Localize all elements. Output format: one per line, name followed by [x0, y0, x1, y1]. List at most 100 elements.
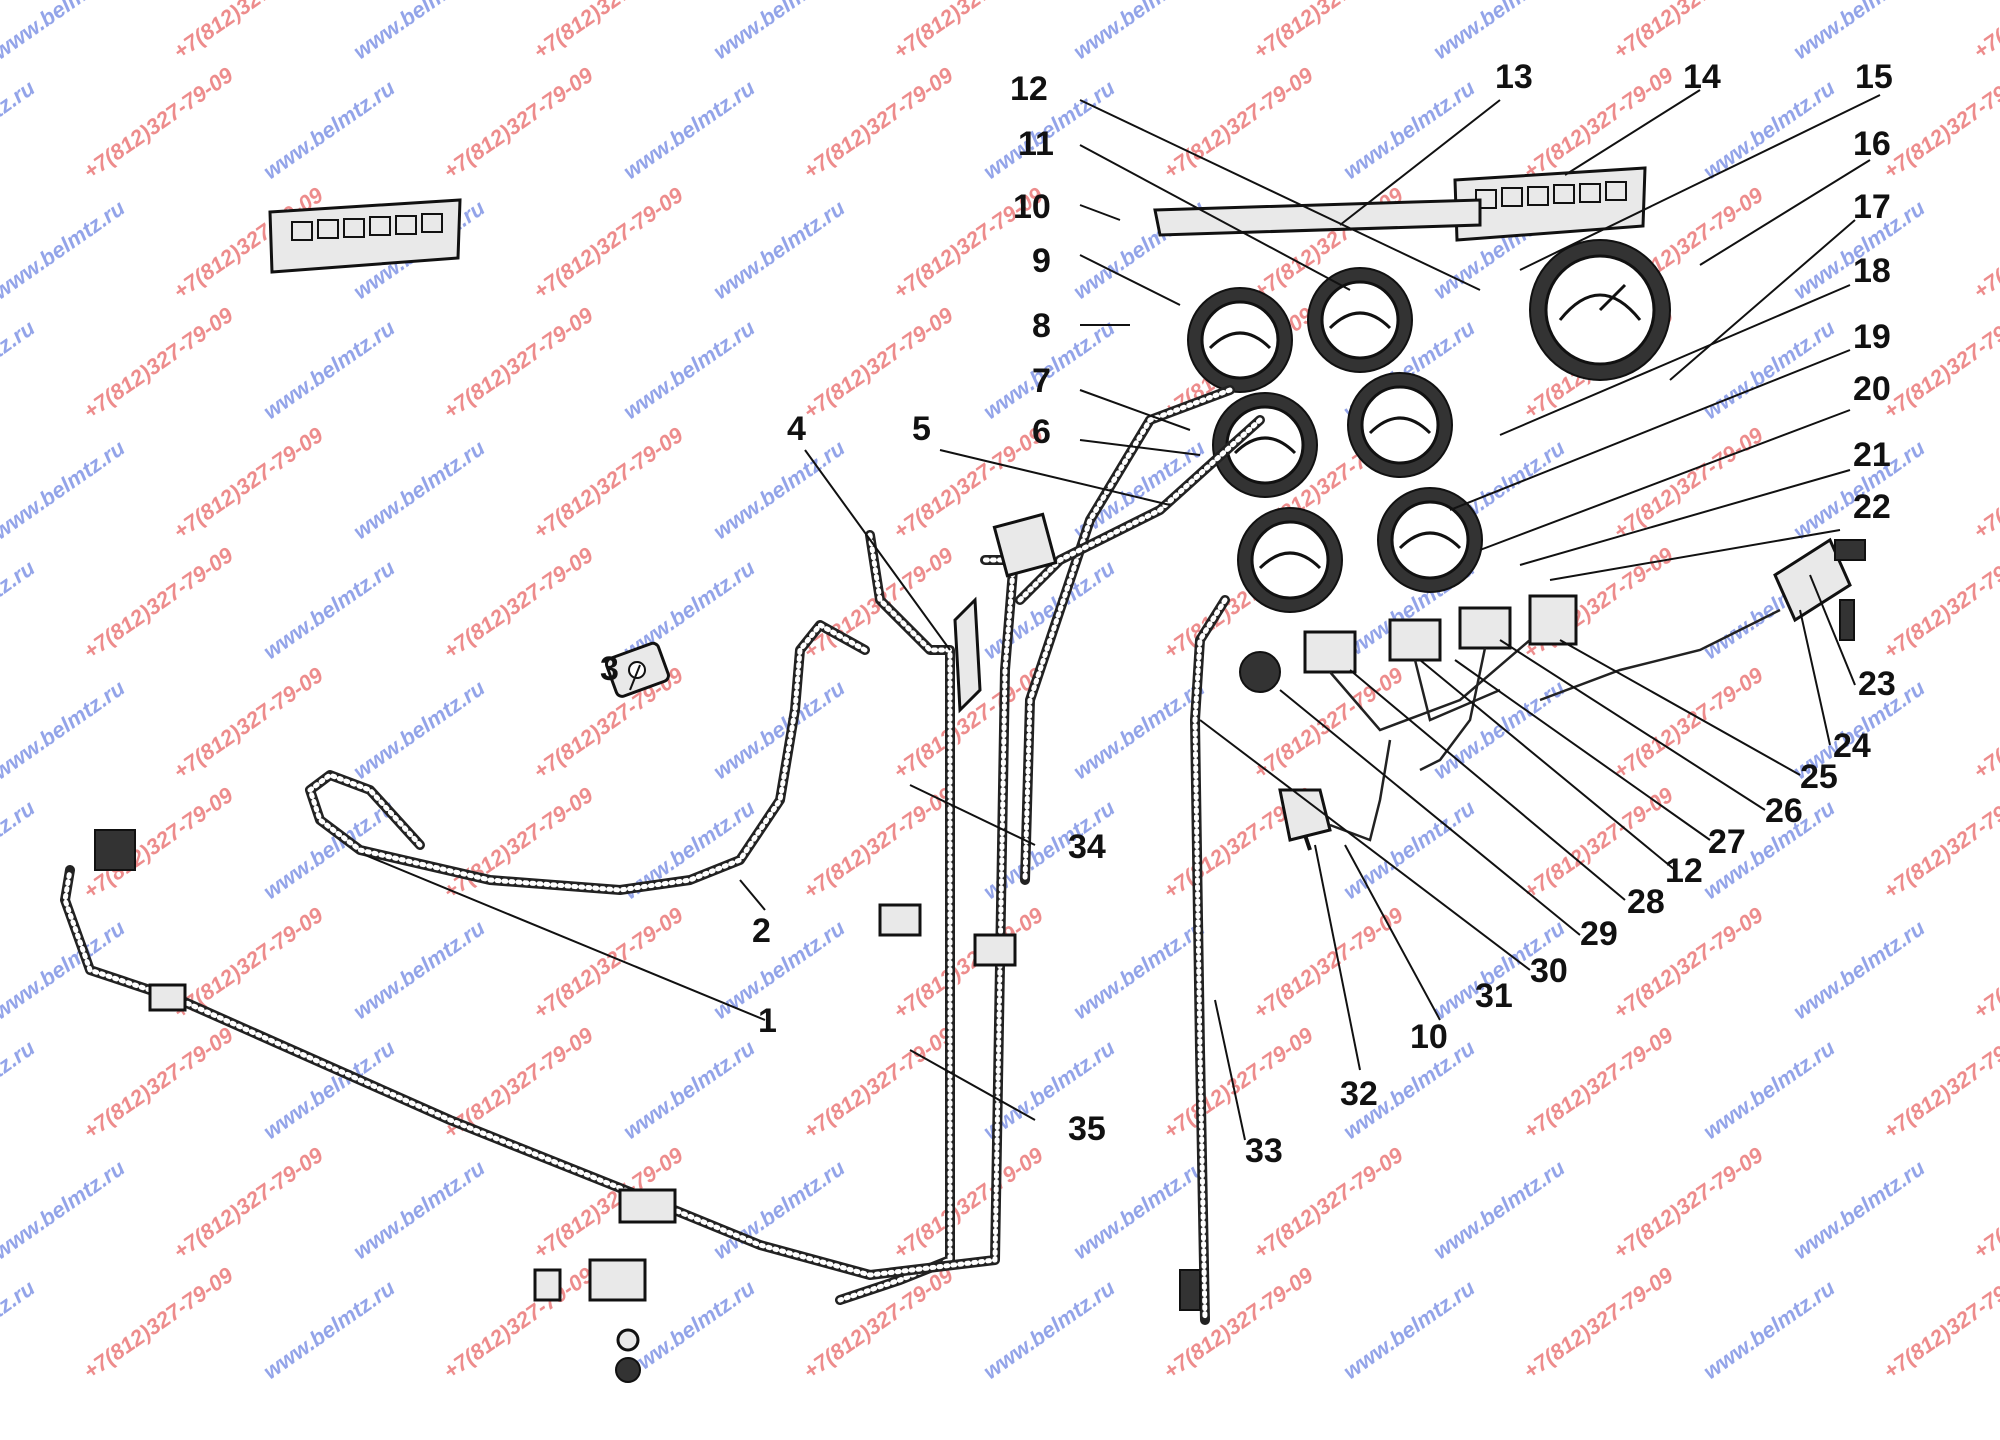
watermark-text: www.belmtz.ru	[259, 315, 400, 424]
watermark-text: +7(812)327-79-09	[799, 1022, 959, 1144]
watermark-text: +7(812)327-79-09	[1609, 1142, 1769, 1264]
watermark-text: www.belmtz.ru	[0, 795, 40, 904]
watermark-text: www.belmtz.ru	[1699, 1035, 1840, 1144]
watermark-text: www.belmtz.ru	[259, 75, 400, 184]
warning-lamp-block-left	[268, 198, 462, 274]
watermark-text: www.belmtz.ru	[1699, 1275, 1840, 1384]
watermark-text: +7(812)327-79-09	[1969, 182, 2000, 304]
callout-23: 23	[1858, 665, 1896, 703]
watermark-text: +7(812)327-79-09	[1879, 1262, 2000, 1384]
watermark-text: +7(812)327-79-09	[1879, 1022, 2000, 1144]
watermark-text: +7(812)327-79-09	[79, 1022, 239, 1144]
watermark-text: +7(812)327-79-09	[1969, 0, 2000, 64]
callout-5: 5	[912, 410, 931, 448]
watermark-text: www.belmtz.ru	[709, 0, 850, 64]
tubing	[60, 385, 1265, 1325]
watermark-text: www.belmtz.ru	[619, 75, 760, 184]
watermark-text: www.belmtz.ru	[1429, 1155, 1570, 1264]
watermark-text: +7(812)327-79-09	[529, 902, 689, 1024]
watermark-text: +7(812)327-79-09	[799, 1262, 959, 1384]
callout-15: 15	[1855, 58, 1893, 96]
watermark-text: www.belmtz.ru	[1339, 75, 1480, 184]
watermark-text: www.belmtz.ru	[619, 315, 760, 424]
callout-17: 17	[1853, 188, 1891, 226]
watermark-text: +7(812)327-79-09	[799, 782, 959, 904]
callout-6: 6	[1032, 413, 1051, 451]
watermark-text: www.belmtz.ru	[0, 315, 40, 424]
watermark-text: +7(812)327-79-09	[439, 1262, 599, 1384]
callout-29: 29	[1580, 915, 1618, 953]
switch-group	[1239, 594, 1578, 772]
watermark-text: +7(812)327-79-09	[799, 302, 959, 424]
callout-10: 10	[1013, 188, 1051, 226]
callout-12-lower: 12	[1665, 852, 1703, 890]
watermark-text: www.belmtz.ru	[1069, 1155, 1210, 1264]
parts-drawing	[60, 166, 1866, 1383]
gauge	[1307, 267, 1413, 373]
callout-27: 27	[1708, 823, 1746, 861]
watermark-text: www.belmtz.ru	[349, 915, 490, 1024]
gauge	[1347, 372, 1453, 478]
callout-3: 3	[600, 650, 619, 688]
gauge	[1187, 287, 1293, 393]
callout-35: 35	[1068, 1110, 1106, 1148]
watermark-text: +7(812)327-79-09	[1879, 542, 2000, 664]
watermark-text: +7(812)327-79-09	[799, 62, 959, 184]
callout-22: 22	[1853, 488, 1891, 526]
watermark-text: www.belmtz.ru	[709, 915, 850, 1024]
callout-19: 19	[1853, 318, 1891, 356]
watermark-text: +7(812)327-79-09	[169, 1142, 329, 1264]
callout-1: 1	[758, 1002, 777, 1040]
watermark-text: +7(812)327-79-09	[1969, 422, 2000, 544]
gauge	[1377, 487, 1483, 593]
watermark-text: www.belmtz.ru	[0, 1035, 40, 1144]
callout-33: 33	[1245, 1132, 1283, 1170]
watermark-text: www.belmtz.ru	[349, 0, 490, 64]
callout-32: 32	[1340, 1075, 1378, 1113]
watermark-text: www.belmtz.ru	[0, 195, 130, 304]
watermark-text: +7(812)327-79-09	[439, 542, 599, 664]
callout-30: 30	[1530, 952, 1568, 990]
callout-12: 12	[1010, 70, 1048, 108]
watermark-text: +7(812)327-79-09	[1609, 422, 1769, 544]
gauge	[1237, 507, 1343, 613]
watermark-text: +7(812)327-79-09	[1879, 782, 2000, 904]
watermark-text: www.belmtz.ru	[0, 1275, 40, 1384]
warning-lamp-block-right	[1453, 166, 1647, 242]
callout-25: 25	[1800, 758, 1838, 796]
watermark-text: www.belmtz.ru	[1789, 1155, 1930, 1264]
callout-26: 26	[1765, 792, 1803, 830]
callout-18: 18	[1853, 252, 1891, 290]
watermark-text: www.belmtz.ru	[0, 435, 130, 544]
callout-9: 9	[1032, 242, 1051, 280]
lamp-bracket	[1153, 198, 1482, 237]
watermark-text: www.belmtz.ru	[1339, 1275, 1480, 1384]
gauge-tachometer	[1529, 239, 1671, 381]
watermark-text: +7(812)327-79-09	[889, 0, 1049, 64]
watermark-text: www.belmtz.ru	[1339, 795, 1480, 904]
watermark-text: +7(812)327-79-09	[79, 1262, 239, 1384]
hardware	[94, 512, 1201, 1383]
watermark-text: +7(812)327-79-09	[169, 662, 329, 784]
callout-10-lower: 10	[1410, 1018, 1448, 1056]
watermark-text: +7(812)327-79-09	[1609, 0, 1769, 64]
watermark-text: www.belmtz.ru	[259, 555, 400, 664]
callout-labels: 1 2 3 4 5 6 7 8 9 10 11 12 13 14 15 16 1…	[600, 58, 1896, 1170]
watermark-text: www.belmtz.ru	[1699, 315, 1840, 424]
watermark-text: +7(812)327-79-09	[439, 62, 599, 184]
watermark-text: +7(812)327-79-09	[1519, 62, 1679, 184]
watermark-text: +7(812)327-79-09	[1879, 302, 2000, 424]
watermark-text: www.belmtz.ru	[709, 435, 850, 544]
watermark-text: www.belmtz.ru	[0, 915, 130, 1024]
watermark-text: +7(812)327-79-09	[529, 422, 689, 544]
watermark-text: +7(812)327-79-09	[79, 62, 239, 184]
watermark-text: www.belmtz.ru	[1069, 0, 1210, 64]
watermark-text: www.belmtz.ru	[349, 675, 490, 784]
callout-31: 31	[1475, 977, 1513, 1015]
watermark-text: +7(812)327-79-09	[169, 422, 329, 544]
watermark-text: +7(812)327-79-09	[1159, 1022, 1319, 1144]
watermark-text: +7(812)327-79-09	[169, 0, 329, 64]
callout-34: 34	[1068, 828, 1106, 866]
watermark-text: www.belmtz.ru	[0, 1155, 130, 1264]
watermark-text: www.belmtz.ru	[1069, 915, 1210, 1024]
